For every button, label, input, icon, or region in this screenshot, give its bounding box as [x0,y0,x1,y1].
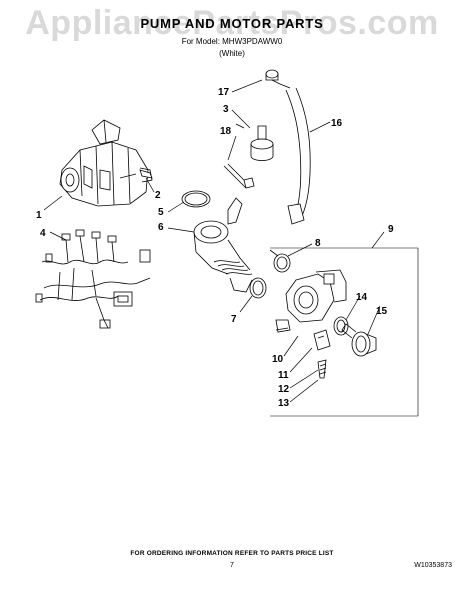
callout-11: 11 [278,370,289,381]
callout-17: 17 [218,87,230,98]
callout-7: 7 [231,314,237,325]
drain-hose-clamp-illustration [265,69,291,89]
drain-hose-illustration [285,87,311,225]
lower-clamp-illustration [249,277,267,299]
wire-harness-illustration [35,229,151,329]
pump-screw-illustration [317,359,327,379]
callout-13: 13 [278,398,290,409]
callout-16: 16 [331,118,343,129]
drive-motor-illustration [59,119,153,207]
callout-labels: 1 2 3 4 5 6 7 8 9 10 11 12 13 14 15 16 1… [36,87,394,409]
motor-screw-illustration [119,169,153,179]
callout-18: 18 [220,126,232,137]
callout-6: 6 [158,222,164,233]
callout-9: 9 [388,224,394,235]
pump-filter-illustration [341,323,377,357]
page-number: 7 [230,562,234,569]
leader-lines [43,79,385,403]
model-line: For Model: MHW3PDAWW0 [181,37,283,46]
callout-8: 8 [315,238,321,249]
callout-1: 1 [36,210,42,221]
drain-pump-assembly-illustration [270,247,419,417]
pump-inlet-clamp-illustration [269,249,291,273]
callout-12: 12 [278,384,290,395]
color-line: (White) [219,49,245,58]
callout-2: 2 [155,190,161,201]
callout-3: 3 [223,104,229,115]
sump-hose-illustration [193,197,253,293]
pump-bracket-illustration [313,329,331,351]
callout-14: 14 [356,292,368,303]
callout-4: 4 [40,228,46,239]
pressure-hose-illustration [223,163,255,189]
callout-10: 10 [272,354,284,365]
ordering-note: FOR ORDERING INFORMATION REFER TO PARTS … [130,550,334,557]
hose-clamp-illustration [181,190,211,208]
watermark: AppliancePartsPros.com [25,4,439,42]
callout-15: 15 [376,306,388,317]
page-title: PUMP AND MOTOR PARTS [140,16,324,31]
callout-5: 5 [158,207,164,218]
document-number: W10353873 [414,562,452,569]
pressure-switch-illustration [235,123,274,161]
